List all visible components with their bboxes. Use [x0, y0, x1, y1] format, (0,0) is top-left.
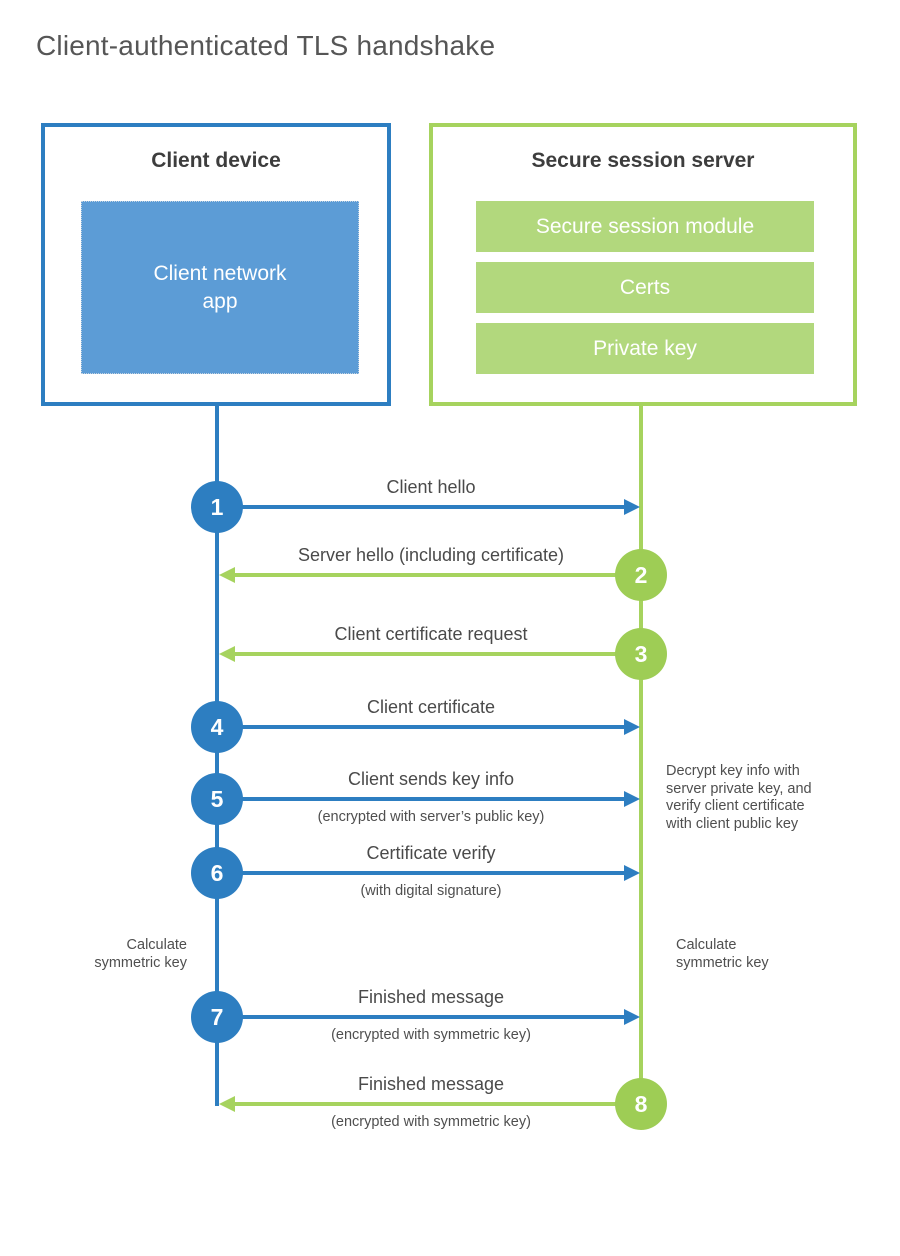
step-sublabel-7: (encrypted with symmetric key) [331, 1027, 531, 1043]
step-number: 4 [210, 713, 224, 740]
step-circle-7: 7 [191, 991, 243, 1043]
step-number: 3 [634, 640, 648, 667]
step-arrow-2 [234, 573, 617, 577]
server-module-bar: Secure session module [476, 201, 814, 252]
step-arrow-4 [241, 725, 625, 729]
step-label-5: Client sends key info [347, 769, 515, 789]
step-label-6: Certificate verify [366, 843, 496, 863]
step-arrow-5 [241, 797, 625, 801]
step-circle-8: 8 [615, 1078, 667, 1130]
step-sublabel-8: (encrypted with symmetric key) [331, 1114, 531, 1130]
step-arrow-8 [234, 1102, 617, 1106]
step-circle-1: 1 [191, 481, 243, 533]
step-number: 1 [210, 493, 224, 520]
step-arrow-6 [241, 871, 625, 875]
step-number: 6 [210, 859, 224, 886]
step-label-8: Finished message [357, 1074, 505, 1094]
step-circle-4: 4 [191, 701, 243, 753]
secure-session-server-box: Secure session server Secure session mod… [429, 123, 857, 406]
server-box-title: Secure session server [531, 149, 755, 172]
step-circle-3: 3 [615, 628, 667, 680]
step-circle-2: 2 [615, 549, 667, 601]
step-arrowhead-2 [219, 567, 235, 583]
step-arrowhead-7 [624, 1009, 640, 1025]
step-label-1: Client hello [386, 477, 476, 497]
step-arrowhead-1 [624, 499, 640, 515]
calc-symmetric-key-client-note: Calculate symmetric key [94, 937, 187, 971]
step-label-4: Client certificate [366, 697, 496, 717]
step-label-3: Client certificate request [334, 624, 528, 644]
client-network-app-rect: Client network app [81, 201, 359, 374]
step-sublabel-5: (encrypted with server’s public key) [317, 809, 545, 825]
step-label-2: Server hello (including certificate) [297, 545, 565, 565]
server-lifeline [639, 406, 643, 1105]
step-arrowhead-4 [624, 719, 640, 735]
server-module-bar: Certs [476, 262, 814, 313]
step-sublabel-6: (with digital signature) [360, 883, 502, 899]
client-box-title: Client device [151, 149, 281, 172]
step-number: 8 [634, 1090, 648, 1117]
step-number: 5 [210, 785, 224, 812]
step-arrowhead-6 [624, 865, 640, 881]
step-arrowhead-5 [624, 791, 640, 807]
client-device-box: Client device Client network app [41, 123, 391, 406]
decrypt-key-note: Decrypt key info with server private key… [666, 763, 812, 832]
step-arrowhead-3 [219, 646, 235, 662]
step-arrow-7 [241, 1015, 625, 1019]
step-arrow-1 [241, 505, 625, 509]
step-label-7: Finished message [357, 987, 505, 1007]
step-circle-6: 6 [191, 847, 243, 899]
step-arrow-3 [234, 652, 617, 656]
step-arrowhead-8 [219, 1096, 235, 1112]
step-number: 2 [634, 561, 648, 588]
calc-symmetric-key-server-note: Calculate symmetric key [676, 937, 769, 971]
step-number: 7 [210, 1003, 224, 1030]
step-circle-5: 5 [191, 773, 243, 825]
page-title: Client-authenticated TLS handshake [36, 30, 496, 61]
server-module-bar: Private key [476, 323, 814, 374]
client-lifeline [215, 406, 219, 1106]
